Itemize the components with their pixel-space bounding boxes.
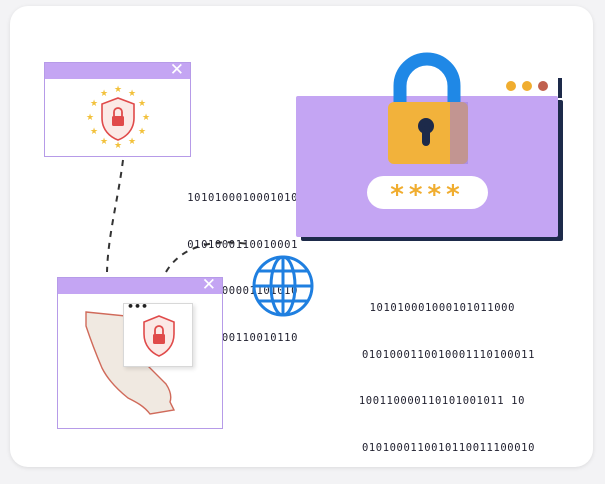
svg-text:★: ★ [138,99,146,109]
titlebar-line [558,78,562,98]
padlock-icon [388,52,468,164]
more-icon[interactable]: ••• [127,300,149,313]
eu-privacy-window: ✕ ★★★ ★★★ ★★★ ★★★ [44,62,191,157]
svg-text:★: ★ [86,113,94,123]
window-titlebar: ✕ [58,275,222,295]
california-privacy-window: ✕ ••• [57,277,223,429]
window-dot-icon [506,81,516,91]
binary-line: 101010001000101011000 [369,302,515,314]
svg-text:★: ★ [100,137,108,147]
svg-text:★: ★ [142,113,150,123]
binary-line: 1010100010001010 [187,192,298,204]
svg-text:★: ★ [128,137,136,147]
close-icon[interactable]: ✕ [169,60,184,80]
svg-text:★: ★ [100,89,108,99]
svg-text:★: ★ [114,85,122,95]
binary-line: 100110000110101001011 10 [358,395,525,407]
close-icon[interactable]: ✕ [201,275,216,295]
password-field[interactable]: **** [367,176,488,210]
browser-titlebar [296,76,562,98]
window-dot-icon [522,81,532,91]
svg-text:★: ★ [114,141,122,151]
svg-text:★: ★ [90,127,98,137]
binary-line: 0101000110010110011100010 [361,441,535,454]
binary-stream-right: 101010001000101011000 010100011001000111… [340,270,535,472]
binary-line: 0101000110010001 [187,238,298,251]
window-dot-icon [538,81,548,91]
svg-text:★: ★ [128,89,136,99]
window-titlebar: ✕ [45,60,190,80]
svg-text:★: ★ [90,99,98,109]
eu-stars-shield-icon: ★★★ ★★★ ★★★ ★★★ [86,85,150,151]
globe-icon [252,255,314,317]
popup-window: ••• [123,300,193,367]
binary-line: 0101000110010001110100011 [361,348,535,361]
shield-lock-icon [143,315,175,357]
svg-text:★: ★ [138,127,146,137]
